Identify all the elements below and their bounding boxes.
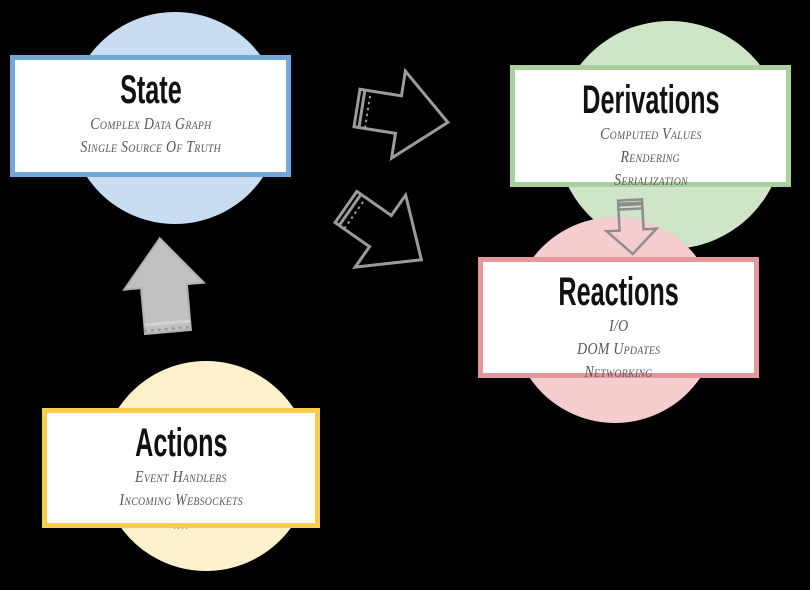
actions-title: Actions — [134, 421, 228, 465]
state-title: State — [119, 68, 182, 112]
derivations-title: Derivations — [581, 78, 720, 122]
reactions-card: Reactions I/O DOM Updates Networking — [478, 257, 759, 381]
actions-subtitle-line: Event Handlers — [135, 467, 227, 486]
reactions-title: Reactions — [558, 270, 679, 314]
state-subtitle-line: Single Source Of Truth — [80, 137, 221, 156]
actions-to-state-arrow-icon — [122, 236, 207, 336]
state-to-reactions-arrow-icon — [333, 189, 424, 269]
derivations-subtitle-line: Rendering — [620, 147, 681, 166]
reactions-subtitle-line: I/O — [608, 316, 629, 335]
derivations-subtitle-line: Serialization — [613, 170, 688, 189]
derivations-to-reactions-arrow-icon — [603, 198, 660, 256]
actions-subtitle-line: Incoming Websockets — [119, 490, 243, 509]
state-to-derivations-arrow-icon — [352, 67, 451, 162]
actions-ellipsis: .... — [173, 518, 189, 532]
state-subtitle-line: Complex Data Graph — [89, 114, 212, 133]
derivations-subtitle-line: Computed Values — [599, 124, 702, 143]
actions-card: Actions Event Handlers Incoming Websocke… — [42, 408, 320, 532]
state-card: State Complex Data Graph Single Source O… — [10, 55, 291, 177]
reactions-subtitle-line: Networking — [584, 362, 653, 381]
derivations-card: Derivations Computed Values Rendering Se… — [510, 65, 791, 189]
reactions-subtitle-line: DOM Updates — [576, 339, 661, 358]
